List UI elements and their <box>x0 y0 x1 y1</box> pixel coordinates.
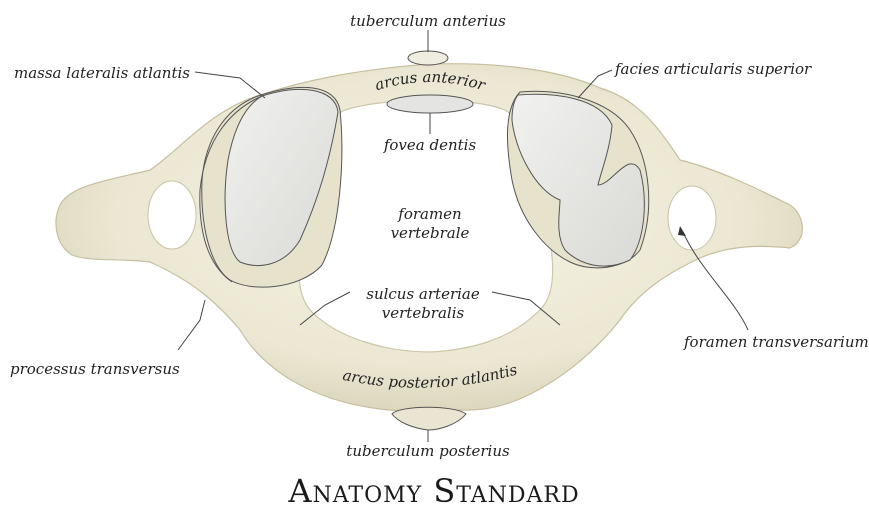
label-foramen-vertebrale-2: vertebrale <box>391 224 470 242</box>
label-tuberculum-posterius: tuberculum posterius <box>346 442 509 460</box>
foramen-transversarium-right <box>668 186 716 250</box>
label-sulcus-2: vertebralis <box>382 304 464 322</box>
label-facies-articularis: facies articularis superior <box>615 60 811 78</box>
leader-processus-transversus <box>178 300 205 350</box>
foramen-transversarium-left <box>148 181 196 249</box>
label-sulcus-1: sulcus arteriae <box>366 285 480 303</box>
tuberculum-posterius-shape <box>392 407 466 430</box>
label-fovea-dentis: fovea dentis <box>384 136 476 154</box>
leader-massa-lateralis <box>195 72 265 98</box>
fovea-dentis-shape <box>387 95 473 113</box>
tuberculum-anterius-shape <box>408 51 448 65</box>
label-processus-transversus: processus transversus <box>10 360 180 378</box>
brand-title: Anatomy Standard <box>288 472 579 510</box>
label-foramen-transversarium: foramen transversarium <box>684 333 869 351</box>
label-tuberculum-anterius: tuberculum anterius <box>350 12 506 30</box>
label-massa-lateralis: massa lateralis atlantis <box>14 64 190 82</box>
label-foramen-vertebrale-1: foramen <box>398 205 461 223</box>
